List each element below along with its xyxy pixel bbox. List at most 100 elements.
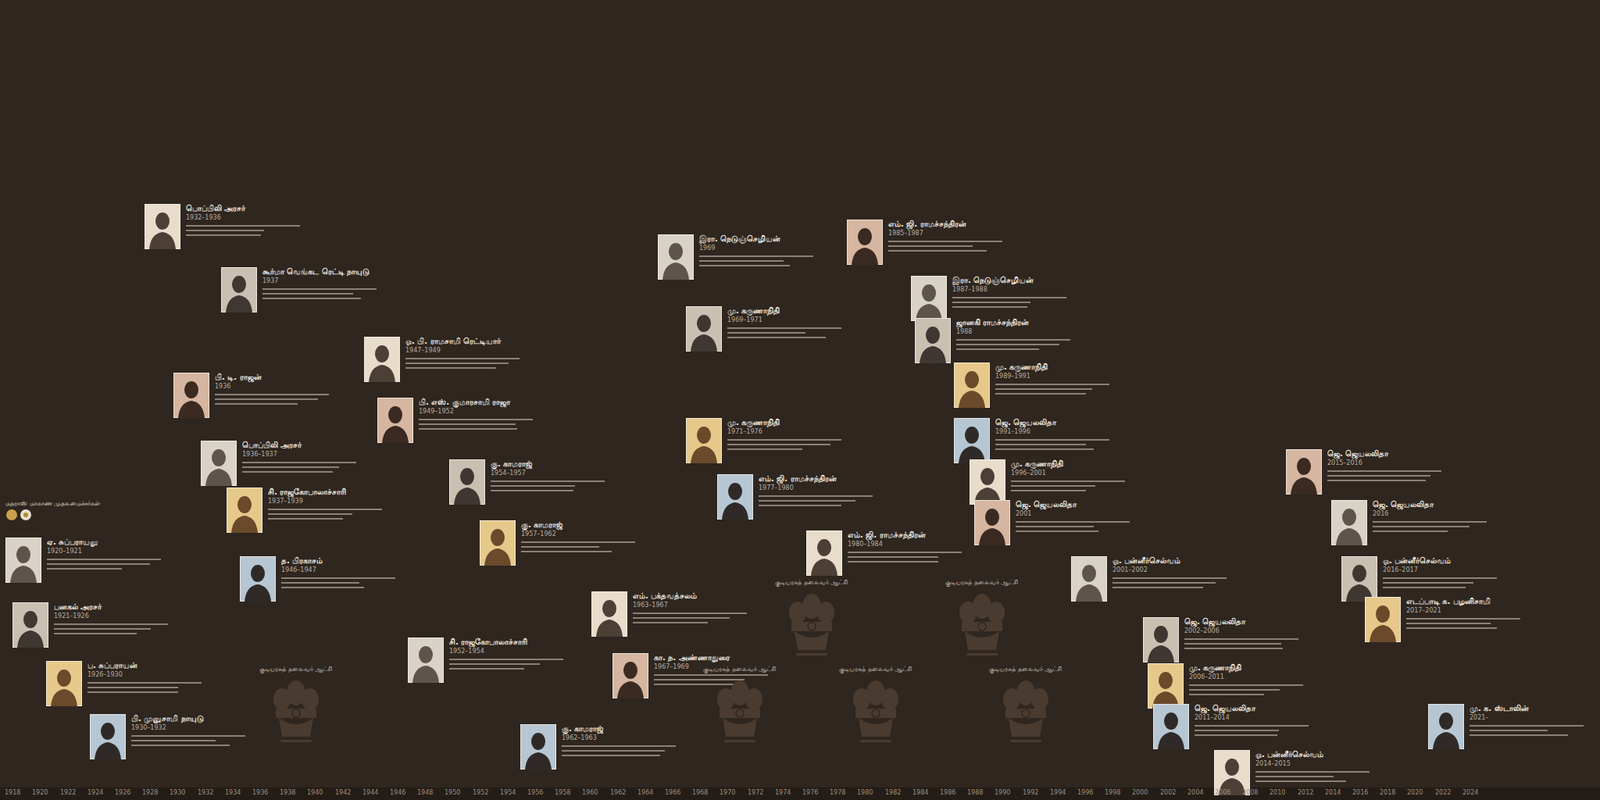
axis-year: 1970 bbox=[719, 789, 736, 797]
presidents-rule-box: குடியரசுத் தலைவர் ஆட்சி bbox=[775, 578, 848, 665]
portrait-photo bbox=[953, 417, 990, 464]
term-years: 1952–1954 bbox=[449, 647, 567, 656]
term-years: 1991–1996 bbox=[995, 428, 1113, 436]
text-lines-placeholder bbox=[87, 681, 205, 696]
text-lines-placeholder bbox=[405, 357, 523, 372]
term-years: 1954–1957 bbox=[490, 469, 608, 478]
minister-entry: ஓ. பன்னீர்செல்வம்2016–2017 bbox=[1341, 556, 1500, 602]
entry-text: பனகல் அரசர்1921–1926 bbox=[53, 602, 172, 637]
axis-year: 2018 bbox=[1379, 789, 1396, 797]
minister-name: மு. கருணாநிதி bbox=[1010, 459, 1129, 470]
minister-entry: மு. க. ஸ்டாலின்2021– bbox=[1428, 703, 1587, 750]
minister-name: ஓ. பன்னீர்செல்வம் bbox=[1382, 556, 1500, 567]
portrait-photo bbox=[806, 530, 843, 576]
term-years: 1920–1921 bbox=[46, 547, 165, 556]
axis-year: 1968 bbox=[692, 789, 708, 797]
entry-text: கூர்மா வெங்கட ரெட்டி நாயுடு1937 bbox=[262, 267, 380, 302]
axis-year: 1944 bbox=[362, 789, 379, 797]
portrait-photo bbox=[1428, 703, 1465, 750]
minister-name: ஜெ. ஜெயலலிதா bbox=[1194, 703, 1312, 715]
text-lines-placeholder bbox=[653, 673, 772, 688]
minister-entry: ஜெ. ஜெயலலிதா2015–2016 bbox=[1285, 449, 1445, 495]
rule-heading: குடியரசுத் தலைவர் ஆட்சி bbox=[259, 665, 333, 674]
minister-name: ப. சுப்பராயன் bbox=[87, 660, 205, 672]
term-years: 1980–1984 bbox=[847, 540, 965, 549]
term-years: 1969 bbox=[699, 244, 817, 253]
text-lines-placeholder bbox=[1255, 770, 1373, 785]
rule-heading: குடியரசுத் தலைவர் ஆட்சி bbox=[703, 665, 776, 674]
minister-name: ஓ. பன்னீர்செல்வம் bbox=[1255, 750, 1373, 761]
text-lines-placeholder bbox=[1406, 617, 1524, 632]
portrait-photo bbox=[953, 362, 990, 408]
entry-text: பொப்பிலி அரசர்1936–1937 bbox=[242, 440, 360, 475]
text-lines-placeholder bbox=[1015, 520, 1133, 535]
axis-year: 1994 bbox=[1050, 789, 1066, 797]
axis-year: 1972 bbox=[747, 789, 764, 797]
entry-text: பி. டி. ராஜன்1936 bbox=[214, 372, 333, 408]
text-lines-placeholder bbox=[1382, 576, 1500, 591]
entry-text: கு. காமராஜ்1954–1957 bbox=[490, 459, 608, 494]
entry-text: பொப்பிலி அரசர்1932–1936 bbox=[185, 203, 304, 239]
axis-year: 1956 bbox=[527, 789, 543, 797]
axis-year: 1998 bbox=[1104, 789, 1121, 797]
text-lines-placeholder bbox=[1469, 724, 1587, 739]
entry-text: ஓ. பன்னீர்செல்வம்2016–2017 bbox=[1382, 556, 1500, 591]
text-lines-placeholder bbox=[1189, 683, 1307, 698]
portrait-photo bbox=[144, 203, 181, 250]
minister-name: கு. காமராஜ் bbox=[561, 724, 679, 735]
portrait-photo bbox=[717, 474, 754, 520]
minister-entry: ஓ. பன்னீர்செல்வம்2014–2015 bbox=[1214, 750, 1373, 796]
term-years: 1996–2001 bbox=[1010, 469, 1129, 478]
entry-text: ஜெ. ஜெயலலிதா2001 bbox=[1015, 500, 1133, 535]
term-years: 1937–1939 bbox=[267, 497, 386, 506]
portrait-photo bbox=[1147, 663, 1184, 709]
term-years: 1989–1991 bbox=[995, 372, 1113, 381]
axis-year: 2004 bbox=[1187, 789, 1204, 797]
axis-year: 1926 bbox=[114, 789, 131, 797]
minister-entry: பொப்பிலி அரசர்1932–1936 bbox=[144, 203, 304, 250]
axis-year: 1964 bbox=[637, 789, 654, 797]
presidents-rule-box: குடியரசுத் தலைவர் ஆட்சி bbox=[703, 665, 776, 751]
state-emblem bbox=[950, 589, 1014, 665]
axis-year: 1938 bbox=[279, 789, 296, 797]
axis-year: 1952 bbox=[472, 789, 489, 797]
text-lines-placeholder bbox=[952, 296, 1070, 311]
minister-entry: இரா. நெடுஞ்செழியன்1987–1988 bbox=[910, 275, 1070, 322]
portrait-photo bbox=[479, 520, 516, 566]
text-lines-placeholder bbox=[449, 657, 567, 672]
text-lines-placeholder bbox=[214, 392, 333, 408]
portrait-photo bbox=[221, 267, 258, 313]
minister-entry: பி. முனுசாமி நாயுடு1930–1932 bbox=[89, 714, 249, 760]
entry-text: இரா. நெடுஞ்செழியன்1987–1988 bbox=[952, 275, 1070, 311]
state-emblem bbox=[708, 675, 772, 751]
minister-entry: ஓ. பன்னீர்செல்வம்2001–2002 bbox=[1071, 556, 1230, 602]
axis-year: 1954 bbox=[500, 789, 516, 797]
term-years: 2011–2014 bbox=[1194, 714, 1312, 722]
minister-name: எம். ஜி. ராமச்சந்திரன் bbox=[888, 219, 1006, 230]
entry-text: ஓ. பன்னீர்செல்வம்2014–2015 bbox=[1255, 750, 1373, 785]
axis-year: 1936 bbox=[252, 789, 268, 797]
portrait-photo bbox=[969, 459, 1006, 505]
minister-name: ஜெ. ஜெயலலிதா bbox=[1015, 500, 1133, 511]
axis-year: 1924 bbox=[87, 789, 104, 797]
term-years: 1937 bbox=[262, 277, 380, 286]
text-lines-placeholder bbox=[1327, 469, 1445, 484]
axis-year: 2022 bbox=[1435, 789, 1451, 797]
axis-year: 1948 bbox=[417, 789, 433, 797]
term-years: 2021– bbox=[1469, 714, 1587, 722]
axis-year: 1988 bbox=[967, 789, 983, 797]
minister-entry: த. பிரகாசம்1946–1947 bbox=[239, 556, 399, 602]
portrait-photo bbox=[1214, 750, 1250, 796]
portrait-photo bbox=[914, 317, 951, 364]
minister-entry: பனகல் அரசர்1921–1926 bbox=[12, 602, 172, 648]
minister-entry: எம். ஜி. ராமச்சந்திரன்1985–1987 bbox=[846, 219, 1006, 265]
term-years: 1926–1930 bbox=[87, 671, 205, 679]
presidents-rule-box: குடியரசுத் தலைவர் ஆட்சி bbox=[259, 665, 333, 751]
term-years: 2016–2017 bbox=[1382, 566, 1500, 575]
axis-year: 1980 bbox=[857, 789, 873, 797]
text-lines-placeholder bbox=[956, 338, 1074, 353]
entry-text: மு. கருணாநிதி1971–1976 bbox=[727, 417, 845, 453]
portrait-photo bbox=[910, 275, 947, 322]
minister-name: பொப்பிலி அரசர் bbox=[185, 203, 304, 215]
entry-text: சி. ராஜகோபாலாச்சாரி1937–1939 bbox=[267, 487, 386, 522]
